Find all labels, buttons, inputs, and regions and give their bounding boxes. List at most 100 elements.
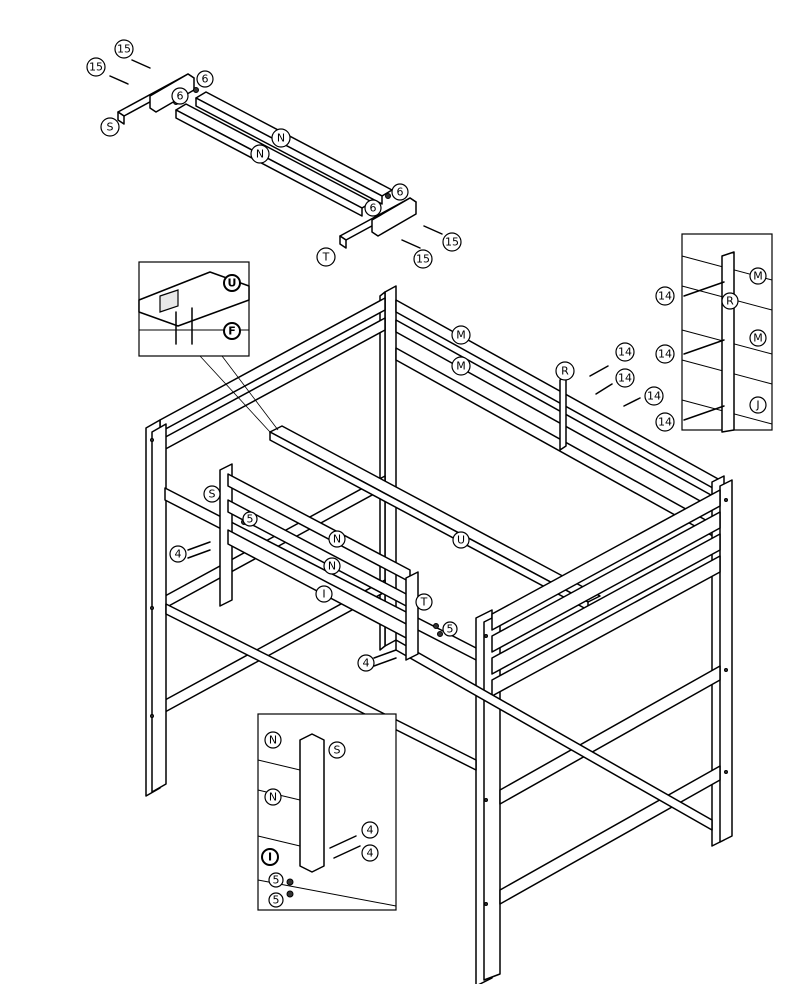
svg-text:15: 15 bbox=[416, 253, 430, 266]
svg-text:15: 15 bbox=[445, 236, 459, 249]
callout-t: T bbox=[316, 247, 336, 267]
exploded-guard-subassembly bbox=[109, 59, 443, 249]
callout-labels: 15 15 6 6 S N N 6 6 15 15 T U F M M R 14… bbox=[86, 39, 767, 908]
callout-s: S bbox=[100, 117, 120, 137]
svg-text:4: 4 bbox=[367, 824, 374, 837]
bolt-4-right-b bbox=[373, 657, 397, 667]
svg-text:6: 6 bbox=[177, 90, 184, 103]
guard-post-s bbox=[219, 463, 233, 607]
right-end-panel-1 bbox=[491, 489, 721, 631]
callout-n: N bbox=[328, 530, 346, 548]
callout-s-inset: S bbox=[328, 741, 346, 759]
svg-text:N: N bbox=[333, 533, 341, 546]
callout-14: 14 bbox=[615, 368, 635, 388]
bracket-r bbox=[559, 375, 567, 451]
svg-text:5: 5 bbox=[447, 623, 454, 636]
svg-text:14: 14 bbox=[618, 346, 632, 359]
svg-text:15: 15 bbox=[117, 43, 131, 56]
svg-text:5: 5 bbox=[247, 513, 254, 526]
callout-4: 4 bbox=[169, 545, 187, 563]
svg-text:I: I bbox=[268, 851, 272, 864]
bolt-14-b bbox=[595, 383, 613, 395]
svg-text:5: 5 bbox=[273, 894, 280, 907]
back-rail-top bbox=[395, 299, 721, 493]
callout-n-inset: N bbox=[264, 788, 282, 806]
svg-text:6: 6 bbox=[397, 186, 404, 199]
callout-6: 6 bbox=[364, 199, 382, 217]
callout-n: N bbox=[323, 557, 341, 575]
bolt-4-left-a bbox=[187, 541, 211, 551]
callout-15: 15 bbox=[86, 57, 106, 77]
callout-6: 6 bbox=[171, 87, 189, 105]
svg-text:J: J bbox=[755, 399, 759, 412]
slat-n-lower bbox=[175, 103, 373, 209]
callout-6: 6 bbox=[391, 183, 409, 201]
callout-m-inset: M bbox=[749, 267, 767, 285]
svg-text:S: S bbox=[334, 744, 341, 757]
callout-4: 4 bbox=[357, 654, 375, 672]
callout-15: 15 bbox=[442, 232, 462, 252]
callout-i: I bbox=[315, 585, 333, 603]
svg-text:R: R bbox=[726, 295, 734, 308]
svg-text:I: I bbox=[322, 588, 325, 601]
svg-text:N: N bbox=[277, 132, 285, 145]
callout-m-inset: M bbox=[749, 329, 767, 347]
callout-14: 14 bbox=[615, 342, 635, 362]
svg-text:S: S bbox=[107, 121, 114, 134]
bed-frame bbox=[145, 285, 733, 984]
right-end-rail-mid bbox=[499, 665, 721, 805]
svg-text:U: U bbox=[457, 534, 465, 547]
callout-t: T bbox=[415, 593, 433, 611]
callout-u-inset: U bbox=[223, 274, 241, 292]
callout-14-inset: 14 bbox=[655, 344, 675, 364]
bolt-15-b bbox=[131, 59, 151, 69]
callout-14-inset: 14 bbox=[655, 412, 675, 432]
callout-f-inset: F bbox=[223, 322, 241, 340]
svg-text:4: 4 bbox=[363, 657, 370, 670]
guard-post-t bbox=[405, 571, 419, 661]
callout-s: S bbox=[203, 485, 221, 503]
svg-text:M: M bbox=[753, 270, 763, 283]
svg-text:14: 14 bbox=[647, 390, 661, 403]
callout-n: N bbox=[271, 128, 291, 148]
callout-5-inset: 5 bbox=[268, 872, 284, 888]
callout-5-inset: 5 bbox=[268, 892, 284, 908]
callout-n: N bbox=[250, 144, 270, 164]
callout-j-inset: J bbox=[749, 396, 767, 414]
svg-text:14: 14 bbox=[658, 416, 672, 429]
svg-text:15: 15 bbox=[89, 61, 103, 74]
svg-text:6: 6 bbox=[202, 73, 209, 86]
inset-post-s bbox=[299, 733, 325, 873]
callout-14-inset: 14 bbox=[655, 286, 675, 306]
bolt-15-d bbox=[423, 225, 443, 235]
svg-text:T: T bbox=[420, 596, 428, 609]
callout-m: M bbox=[451, 356, 471, 376]
svg-text:M: M bbox=[456, 329, 466, 342]
callout-14: 14 bbox=[644, 386, 664, 406]
svg-text:4: 4 bbox=[175, 548, 182, 561]
inset-bolt-4-a bbox=[329, 835, 357, 849]
inset-bolt-4-b bbox=[333, 845, 361, 859]
svg-text:14: 14 bbox=[618, 372, 632, 385]
bolt-15-c bbox=[401, 239, 421, 249]
callout-r: R bbox=[555, 361, 575, 381]
bolt-15-a bbox=[109, 75, 129, 85]
bolt-14-c bbox=[623, 397, 641, 407]
bolt-4-right-a bbox=[373, 649, 397, 659]
svg-text:S: S bbox=[209, 488, 216, 501]
bolt-4-left-b bbox=[187, 549, 211, 559]
svg-text:R: R bbox=[561, 365, 569, 378]
svg-text:N: N bbox=[269, 734, 277, 747]
svg-text:14: 14 bbox=[658, 290, 672, 303]
right-end-rail-low bbox=[499, 765, 721, 905]
svg-text:14: 14 bbox=[658, 348, 672, 361]
callout-u: U bbox=[452, 531, 470, 549]
inset-rail-detail bbox=[138, 261, 279, 433]
callout-4-inset: 4 bbox=[361, 821, 379, 839]
svg-text:4: 4 bbox=[367, 847, 374, 860]
svg-text:F: F bbox=[228, 325, 236, 338]
svg-text:N: N bbox=[269, 791, 277, 804]
svg-text:T: T bbox=[322, 251, 330, 264]
callout-r-inset: R bbox=[721, 292, 739, 310]
